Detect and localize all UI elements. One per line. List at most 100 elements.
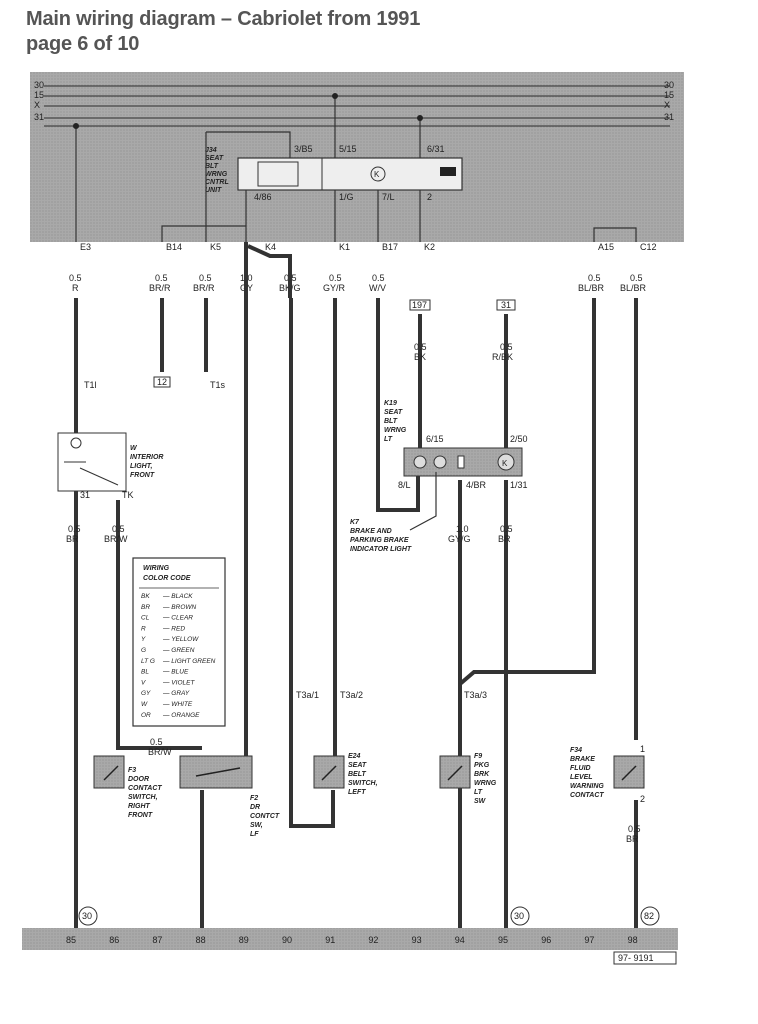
svg-text:RIGHT: RIGHT	[128, 803, 151, 810]
svg-text:2: 2	[640, 794, 645, 804]
j34-label-1: J34	[205, 147, 217, 154]
bottom-number: 96	[541, 935, 551, 945]
svg-text:F9: F9	[474, 753, 482, 760]
relay-j34: K	[237, 157, 463, 191]
bottom-number: 97	[584, 935, 594, 945]
bottom-bar	[22, 928, 678, 950]
svg-text:DR: DR	[250, 804, 260, 811]
svg-text:TK: TK	[122, 490, 134, 500]
svg-text:0.5: 0.5	[112, 524, 125, 534]
svg-text:FRONT: FRONT	[128, 812, 153, 819]
svg-text:BR/W: BR/W	[104, 534, 128, 544]
ref-boxes: 12 197 31	[153, 299, 516, 388]
legend-code: OR	[141, 712, 151, 719]
svg-text:GY/R: GY/R	[323, 283, 346, 293]
svg-text:BRAKE: BRAKE	[570, 756, 595, 763]
svg-text:0.5: 0.5	[588, 273, 601, 283]
svg-text:WIRING: WIRING	[143, 565, 170, 572]
svg-text:0.5: 0.5	[68, 524, 81, 534]
bottom-number: 98	[628, 935, 638, 945]
svg-text:K7: K7	[350, 519, 360, 526]
svg-text:BR: BR	[498, 534, 511, 544]
svg-text:R/BK: R/BK	[492, 352, 513, 362]
svg-text:BELT: BELT	[348, 771, 366, 778]
svg-text:K19: K19	[384, 400, 397, 407]
legend-code: Y	[141, 636, 146, 643]
panel-junction-dots	[73, 93, 423, 129]
svg-text:FLUID: FLUID	[570, 765, 591, 772]
legend-code: BL	[141, 669, 149, 676]
conn-c12: C12	[640, 242, 657, 252]
svg-text:WARNING: WARNING	[570, 783, 604, 790]
page-code: 97- 9191	[618, 953, 654, 963]
legend-color: — WHITE	[162, 701, 193, 708]
svg-text:INTERIOR: INTERIOR	[130, 454, 163, 461]
svg-text:K: K	[374, 170, 380, 179]
conn-k2: K2	[424, 242, 435, 252]
svg-text:T3a/2: T3a/2	[340, 690, 363, 700]
svg-text:LEFT: LEFT	[348, 789, 366, 796]
svg-text:0.5: 0.5	[500, 342, 513, 352]
conn-k1: K1	[339, 242, 350, 252]
svg-text:0.5: 0.5	[630, 273, 643, 283]
svg-text:LF: LF	[250, 831, 259, 838]
svg-text:SEAT: SEAT	[348, 762, 367, 769]
svg-text:31: 31	[80, 490, 90, 500]
svg-text:0.5: 0.5	[199, 273, 212, 283]
svg-text:WRNG: WRNG	[474, 780, 497, 787]
svg-text:BL/BR: BL/BR	[578, 283, 605, 293]
component-k19-k7-cluster: K	[403, 447, 523, 477]
pin-486: 4/86	[254, 192, 272, 202]
bus-label-31-right: 31	[664, 112, 674, 122]
bottom-number: 95	[498, 935, 508, 945]
pin-2: 2	[427, 192, 432, 202]
bottom-number: 90	[282, 935, 292, 945]
svg-text:CONTACT: CONTACT	[128, 785, 162, 792]
j34-label-5: CNTRL	[205, 179, 229, 186]
svg-text:F3: F3	[128, 767, 136, 774]
svg-text:0.5: 0.5	[155, 273, 168, 283]
switch-f3	[93, 755, 125, 789]
svg-text:BR: BR	[66, 534, 79, 544]
svg-text:2/50: 2/50	[510, 434, 528, 444]
legend-color: — ORANGE	[162, 712, 200, 719]
svg-text:1/31: 1/31	[510, 480, 528, 490]
conn-k4: K4	[265, 242, 276, 252]
pin-1g: 1/G	[339, 192, 354, 202]
bus-label-31: 31	[34, 112, 44, 122]
legend-code: LT G	[141, 658, 155, 665]
legend-code: BK	[141, 593, 150, 600]
svg-text:0.5: 0.5	[414, 342, 427, 352]
legend-color: — YELLOW	[162, 636, 199, 643]
svg-text:COLOR CODE: COLOR CODE	[143, 575, 191, 582]
svg-text:DOOR: DOOR	[128, 776, 149, 783]
svg-text:6/15: 6/15	[426, 434, 444, 444]
legend-color: — GREEN	[162, 647, 195, 654]
svg-text:0.5: 0.5	[372, 273, 385, 283]
legend-code: W	[141, 701, 148, 708]
svg-text:W: W	[130, 445, 138, 452]
legend-code: V	[141, 679, 146, 686]
svg-text:CONTCT: CONTCT	[250, 813, 280, 820]
svg-text:W/V: W/V	[369, 283, 386, 293]
legend-color: — LIGHT GREEN	[162, 658, 216, 665]
bus-label-30: 30	[34, 80, 44, 90]
svg-text:BLT: BLT	[384, 418, 398, 425]
switch-f9	[439, 755, 471, 789]
bottom-number: 89	[239, 935, 249, 945]
svg-text:0.5: 0.5	[628, 824, 641, 834]
j34-label-3: BLT	[205, 163, 219, 170]
pin-3b5: 3/B5	[294, 144, 313, 154]
switch-f2	[179, 755, 253, 789]
svg-text:0.5: 0.5	[69, 273, 82, 283]
svg-text:K: K	[502, 459, 508, 468]
pin-7l: 7/L	[382, 192, 395, 202]
conn-b17: B17	[382, 242, 398, 252]
svg-text:LT: LT	[474, 789, 483, 796]
svg-text:WRNG: WRNG	[384, 427, 407, 434]
bottom-number: 85	[66, 935, 76, 945]
component-w-interior-light	[57, 432, 127, 492]
svg-text:BL/BR: BL/BR	[620, 283, 647, 293]
svg-text:1: 1	[640, 744, 645, 754]
